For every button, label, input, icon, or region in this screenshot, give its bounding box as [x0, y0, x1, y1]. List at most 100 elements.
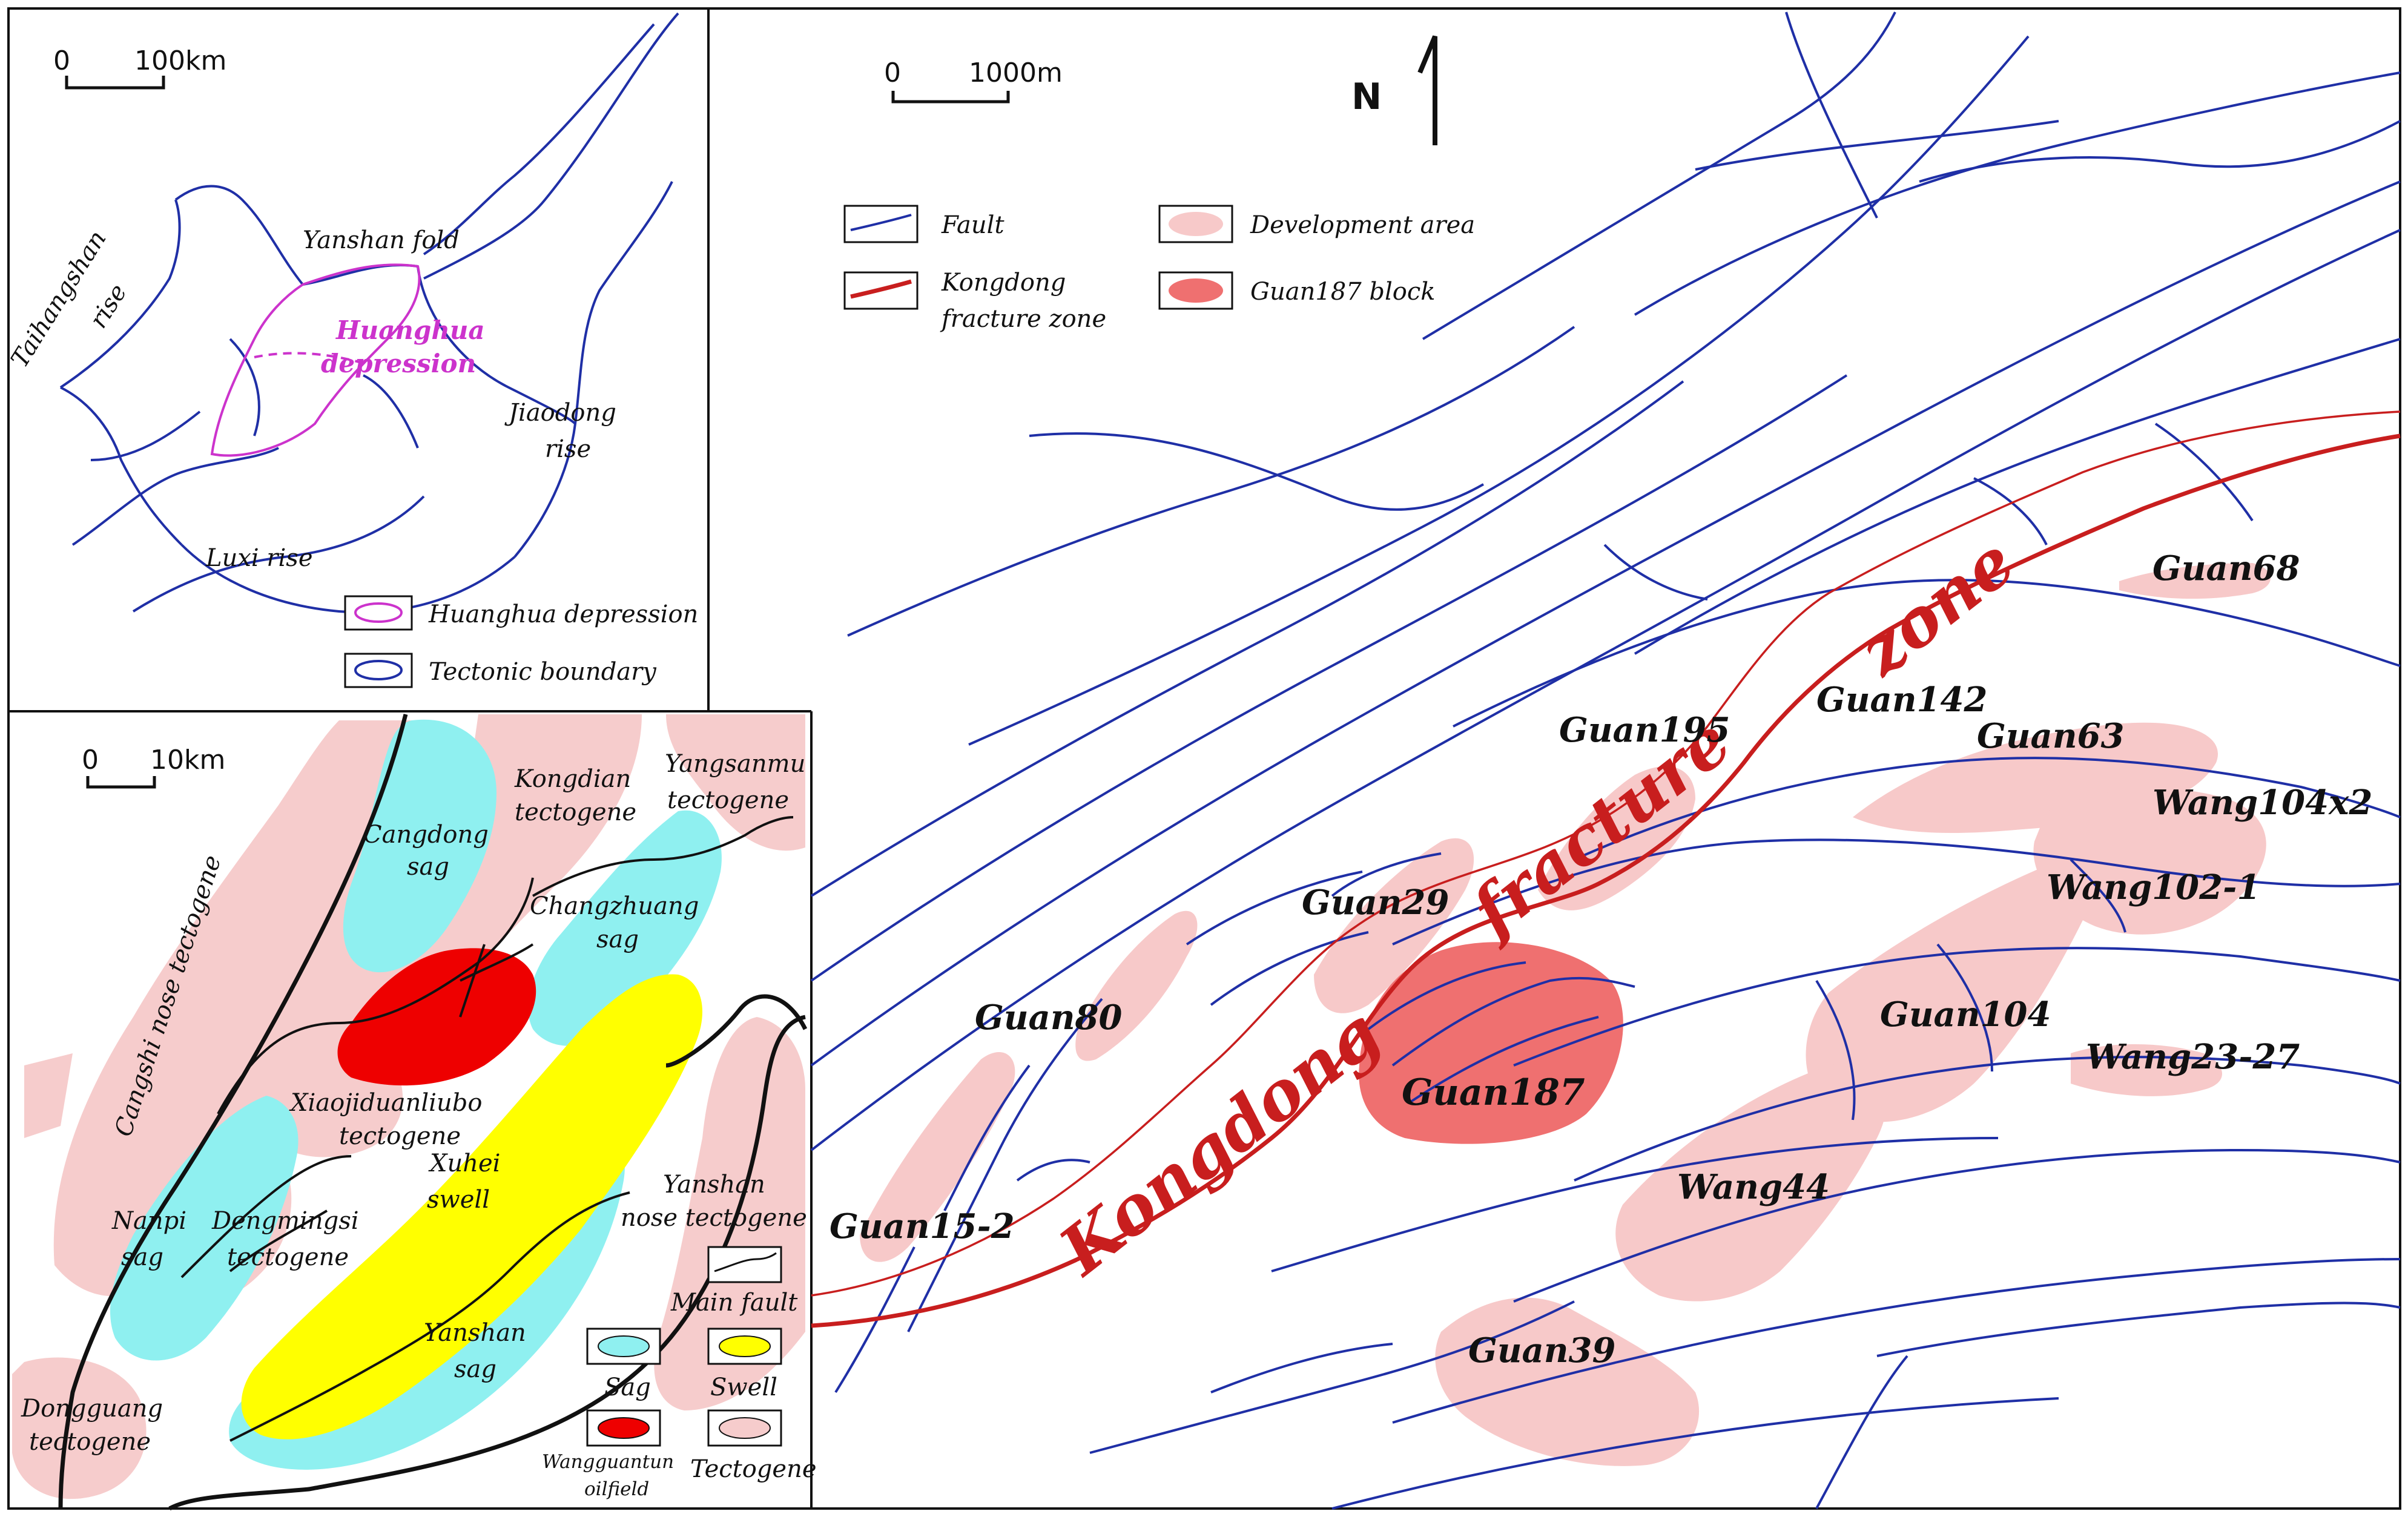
label-changzhuang: Changzhuang [530, 892, 699, 920]
label-dengmingsi-tectogene: tectogene [227, 1243, 349, 1271]
label-nanpi: Nanpi [111, 1207, 186, 1235]
block-label-guan104: Guan104 [1880, 995, 2051, 1035]
overview-map: 0 100km Taihangshan rise Yanshan fold Hu… [5, 12, 698, 688]
legend-guan187-label: Guan187 block [1250, 278, 1436, 306]
legend-swell-icon [719, 1335, 771, 1357]
legend-main-fault-icon [714, 1252, 777, 1272]
figure-border [7, 7, 2401, 1510]
block-label-guan68: Guan68 [2152, 548, 2300, 588]
block-label-guan142: Guan142 [1816, 680, 1987, 720]
regional-scale-value: 10km [150, 745, 225, 775]
label-yanshan-sag: Yanshan [424, 1319, 526, 1347]
label-cangdong-sag: sag [407, 853, 449, 881]
label-xiaojiduanliubo: Xiaojiduanliubo [289, 1089, 482, 1117]
block-labels: Guan68 Guan142 Guan63 Guan195 Wang104x2 … [830, 548, 2372, 1371]
label-nanpi-sag: sag [121, 1243, 163, 1271]
main-scale-bar: 0 1000m [884, 58, 1063, 104]
legend-fracture-label-2: fracture zone [940, 305, 1106, 333]
legend-sag-icon [598, 1335, 650, 1357]
main-scale-zero: 0 [884, 58, 901, 88]
overview-scale-bar: 0 100km [53, 45, 226, 90]
north-arrow: N [1351, 35, 1437, 145]
block-label-guan39: Guan39 [1468, 1331, 1615, 1371]
block-label-wang102-1: Wang102-1 [2047, 867, 2260, 907]
legend-tectonic-icon [354, 660, 403, 680]
fault-network [810, 12, 2401, 1510]
legend-development-label: Development area [1250, 211, 1475, 239]
overview-scale-value: 100km [134, 45, 226, 76]
huanghua-inner-dashed [254, 352, 364, 364]
label-taihangshan-rise: rise [84, 279, 132, 333]
xuhei-swell-area [241, 974, 702, 1440]
block-label-wang104x2: Wang104x2 [2152, 783, 2372, 823]
label-yanshan-nose: Yanshan [663, 1171, 765, 1199]
label-cangdong: Cangdong [363, 821, 489, 849]
legend-oilfield-icon [598, 1417, 650, 1439]
label-luxi-rise: Luxi rise [205, 544, 313, 572]
block-label-wang23-27: Wang23-27 [2086, 1037, 2300, 1077]
block-label-guan15-2: Guan15-2 [830, 1206, 1015, 1246]
label-xuhei: Xuhei [428, 1150, 500, 1177]
label-dongguang-tectogene: tectogene [29, 1428, 151, 1456]
label-changzhuang-sag: sag [596, 926, 639, 953]
legend-fracture-label-1: Kongdong [941, 269, 1066, 297]
legend-tectogene-icon [719, 1417, 771, 1439]
fracture-zone-words: Kongdong fracture zone [1044, 522, 2029, 1291]
dev-area-guan39 [1435, 1297, 1700, 1466]
legend-oilfield-label-1: Wangguantun [542, 1451, 674, 1473]
regional-scale-bar: 0 10km [82, 745, 225, 789]
label-xuhei-swell: swell [427, 1186, 490, 1214]
label-jiaodong-rise: rise [545, 435, 591, 463]
legend-development-icon [1169, 212, 1223, 236]
label-yanshan-sag-sag: sag [454, 1355, 496, 1383]
legend-oilfield-label-2: oilfield [584, 1478, 649, 1500]
dev-area-guan104 [1806, 863, 2090, 1122]
north-label: N [1351, 76, 1382, 118]
dev-area-guan68 [2119, 563, 2271, 599]
label-xiaojiduanliubo-tectogene: tectogene [339, 1122, 461, 1150]
block-label-guan29: Guan29 [1302, 883, 1449, 923]
legend-tectogene-label: Tectogene [690, 1455, 817, 1483]
label-kongdian-tectogene: tectogene [515, 798, 636, 826]
regional-legend: Main fault Sag Swell Wangguantun oilfiel… [542, 1246, 817, 1500]
legend-tectonic-label: Tectonic boundary [429, 658, 657, 686]
dev-area-guan15-2 [860, 1052, 1015, 1262]
main-map: 0 1000m N Fault Kongdong fracture zone D… [810, 12, 2401, 1510]
label-dongguang: Dongguang [21, 1395, 163, 1423]
block-label-wang44: Wang44 [1677, 1167, 1830, 1207]
dev-area-guan80 [1075, 910, 1198, 1061]
legend-fracture-zone-icon [850, 279, 912, 299]
label-yangsanmu-tectogene: tectogene [667, 786, 789, 814]
overview-scale-zero: 0 [53, 45, 70, 76]
overview-legend: Huanghua depression Tectonic boundary [344, 595, 698, 688]
legend-huanghua-label: Huanghua depression [428, 601, 698, 628]
label-huanghua: Huanghua [335, 315, 485, 345]
dev-area-guan29 [1314, 838, 1474, 1013]
main-legend: Fault Kongdong fracture zone Development… [843, 205, 1475, 333]
label-huanghua-depression: depression [321, 349, 476, 378]
regional-main-faults [58, 714, 808, 1511]
block-label-guan80: Guan80 [975, 998, 1123, 1038]
huanghua-depression-outline [210, 263, 421, 457]
legend-swell-label: Swell [710, 1374, 777, 1401]
dev-area-wang104x2 [2033, 788, 2266, 935]
main-scale-value: 1000m [969, 58, 1063, 88]
dev-area-wang44 [1615, 1063, 1887, 1301]
regional-scale-zero: 0 [82, 745, 99, 775]
legend-guan187-icon [1169, 278, 1223, 303]
block-label-guan195: Guan195 [1559, 710, 1730, 750]
legend-fault-icon [850, 214, 912, 231]
legend-main-fault-label: Main fault [670, 1289, 798, 1317]
north-arrow-icon [1417, 35, 1437, 145]
development-areas [860, 563, 2271, 1466]
label-jiaodong: Jiaodong [504, 399, 616, 427]
block-label-guan63: Guan63 [1977, 716, 2124, 756]
kongdong-fracture-zone [811, 410, 2401, 1328]
label-yanshan-fold: Yanshan fold [303, 226, 460, 254]
label-kongdian: Kongdian [514, 765, 631, 793]
label-yangsanmu: Yangsanmu [665, 750, 805, 778]
regional-map: 0 10km Cangdong sag Kongdian tectogene Y… [12, 714, 817, 1511]
legend-fault-label: Fault [941, 211, 1004, 239]
legend-sag-label: Sag [604, 1374, 651, 1401]
